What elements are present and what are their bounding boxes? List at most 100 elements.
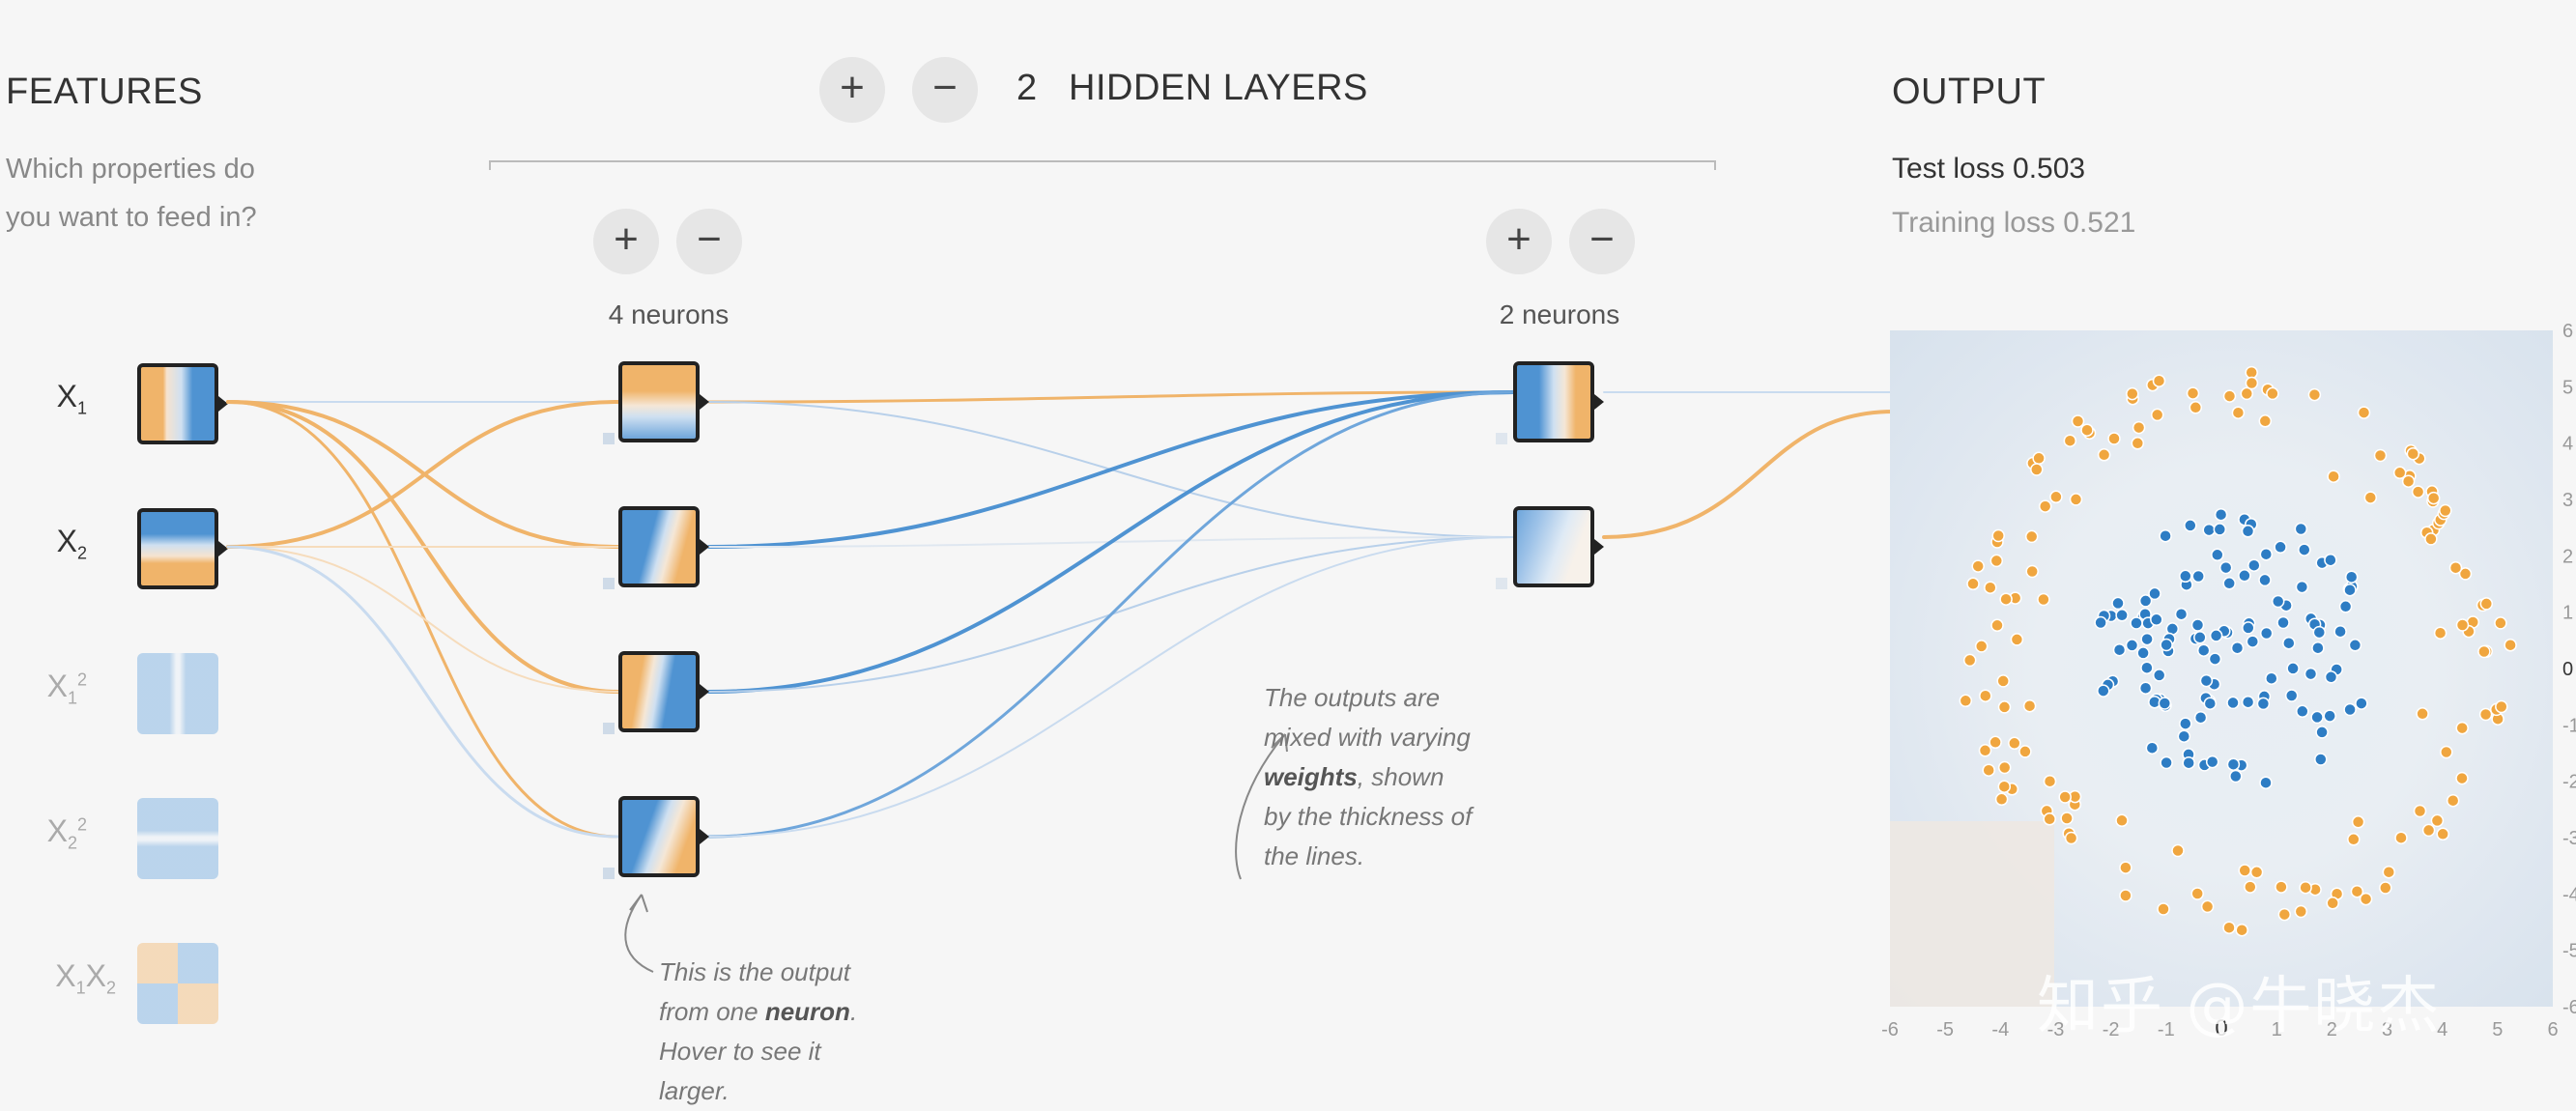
weights-annotation-line5: the lines. xyxy=(1264,841,1365,870)
feature-label-x1: X1 xyxy=(0,379,87,418)
data-point-inner xyxy=(2138,681,2153,695)
data-point-outer xyxy=(2240,386,2254,401)
feature-neuron-x1x2[interactable] xyxy=(137,943,218,1024)
feature-neuron-x1-squared[interactable] xyxy=(137,653,218,734)
data-point-inner xyxy=(2094,615,2107,630)
data-point-inner xyxy=(2242,621,2255,635)
data-point-inner xyxy=(2343,583,2357,597)
data-point-outer xyxy=(2152,374,2166,387)
layer1-neuron-4-bias[interactable] xyxy=(603,868,615,879)
link-h3-o1 xyxy=(707,390,1515,694)
data-point-outer xyxy=(2043,774,2057,788)
y-tick-label: 4 xyxy=(2562,434,2573,455)
data-point-inner xyxy=(2348,639,2362,652)
data-point-outer xyxy=(2231,406,2246,419)
data-point-outer xyxy=(2458,567,2473,581)
feature-neuron-x2-squared[interactable] xyxy=(137,798,218,879)
layer1-neuron-3-bias[interactable] xyxy=(603,723,615,734)
layer2-neuron-1-bias[interactable] xyxy=(1496,433,1507,444)
add-layer-button[interactable]: + xyxy=(819,57,885,123)
remove-layer-button[interactable]: − xyxy=(912,57,978,123)
data-point-outer xyxy=(2043,812,2056,826)
data-point-inner xyxy=(2191,569,2205,584)
data-point-inner xyxy=(2097,684,2110,698)
data-point-outer xyxy=(2157,902,2170,916)
layer1-remove-neuron-button[interactable]: − xyxy=(676,209,742,274)
data-point-outer xyxy=(2347,833,2361,846)
data-point-outer xyxy=(2446,793,2460,808)
link-h4-o1 xyxy=(707,390,1515,839)
feature-neuron-x2[interactable] xyxy=(137,508,218,589)
data-point-inner xyxy=(2208,652,2222,666)
neuron-pre: from one xyxy=(659,997,765,1026)
data-point-inner xyxy=(2214,507,2228,522)
data-point-outer xyxy=(2119,861,2132,874)
features-title: FEATURES xyxy=(6,71,203,112)
data-point-outer xyxy=(2430,813,2445,828)
layer1-neuron-2[interactable] xyxy=(618,506,700,587)
neuron-annotation: This is the output from one neuron. Hove… xyxy=(659,953,857,1111)
link-h1-o1 xyxy=(707,390,1515,404)
data-point-outer xyxy=(2258,414,2273,428)
link-x2-h1 xyxy=(226,400,620,549)
y-tick-label: 6 xyxy=(2562,321,2573,342)
layer1-neuron-3[interactable] xyxy=(618,651,700,732)
output-title: OUTPUT xyxy=(1892,71,2046,112)
layer2-add-neuron-button[interactable]: + xyxy=(1486,209,1552,274)
features-subtitle-line1: Which properties do xyxy=(6,154,255,185)
data-point-inner xyxy=(2338,600,2353,613)
x-tick-label: 0 xyxy=(2215,1015,2227,1041)
layer2-neuron-count: 2 neurons xyxy=(1499,299,1620,329)
feature-label-x1-squared: X12 xyxy=(0,669,87,708)
data-point-inner xyxy=(2174,607,2189,621)
data-point-inner xyxy=(2247,558,2261,572)
data-point-outer xyxy=(2455,721,2469,735)
data-point-outer xyxy=(2294,904,2308,919)
layer2-neuron-1-port xyxy=(1594,394,1604,410)
data-point-inner xyxy=(2229,769,2243,783)
data-point-outer xyxy=(2097,448,2111,462)
data-point-inner xyxy=(2298,543,2311,556)
data-point-outer xyxy=(2200,899,2215,914)
x-tick-label: -3 xyxy=(2047,1019,2065,1040)
data-point-inner xyxy=(2152,669,2166,682)
layer1-neuron-4[interactable] xyxy=(618,796,700,877)
feature-label-x2-squared: X22 xyxy=(0,813,87,853)
data-point-outer xyxy=(2277,907,2292,922)
data-point-inner xyxy=(2158,697,2172,710)
data-point-inner xyxy=(2304,667,2318,681)
x-tick-label: 6 xyxy=(2547,1019,2558,1040)
x-tick-label: 2 xyxy=(2327,1019,2337,1040)
x-tick-label: -5 xyxy=(1936,1019,1954,1040)
layer2-neuron-2-bias[interactable] xyxy=(1496,578,1507,589)
layer2-neuron-1[interactable] xyxy=(1513,361,1594,442)
data-point-inner xyxy=(2160,638,2173,652)
data-point-outer xyxy=(1974,640,1989,653)
layer2-remove-neuron-button[interactable]: − xyxy=(1569,209,1635,274)
data-point-inner xyxy=(2203,697,2218,710)
layer2-neuron-2[interactable] xyxy=(1513,506,1594,587)
data-point-inner xyxy=(2179,717,2192,730)
data-point-inner xyxy=(2202,523,2216,537)
data-point-outer xyxy=(2392,466,2407,480)
layer1-neuron-2-bias[interactable] xyxy=(603,578,615,589)
data-point-inner xyxy=(2265,671,2278,685)
hidden-layers-bracket xyxy=(489,160,1716,170)
layer1-add-neuron-button[interactable]: + xyxy=(593,209,659,274)
data-point-inner xyxy=(2112,642,2127,657)
data-point-inner xyxy=(2111,596,2125,611)
data-point-inner xyxy=(2140,661,2154,674)
data-point-inner xyxy=(2256,697,2271,711)
data-point-outer xyxy=(1994,792,2009,807)
neuron-post: . xyxy=(849,997,858,1026)
data-point-inner xyxy=(2344,570,2359,584)
layer1-neuron-1-bias[interactable] xyxy=(603,433,615,444)
layer1-neuron-1[interactable] xyxy=(618,361,700,442)
data-point-inner xyxy=(2295,580,2309,594)
data-point-inner xyxy=(2179,569,2192,584)
y-tick-label: 5 xyxy=(2562,377,2573,398)
feature-neuron-x1[interactable] xyxy=(137,363,218,444)
data-point-outer xyxy=(2394,831,2408,844)
